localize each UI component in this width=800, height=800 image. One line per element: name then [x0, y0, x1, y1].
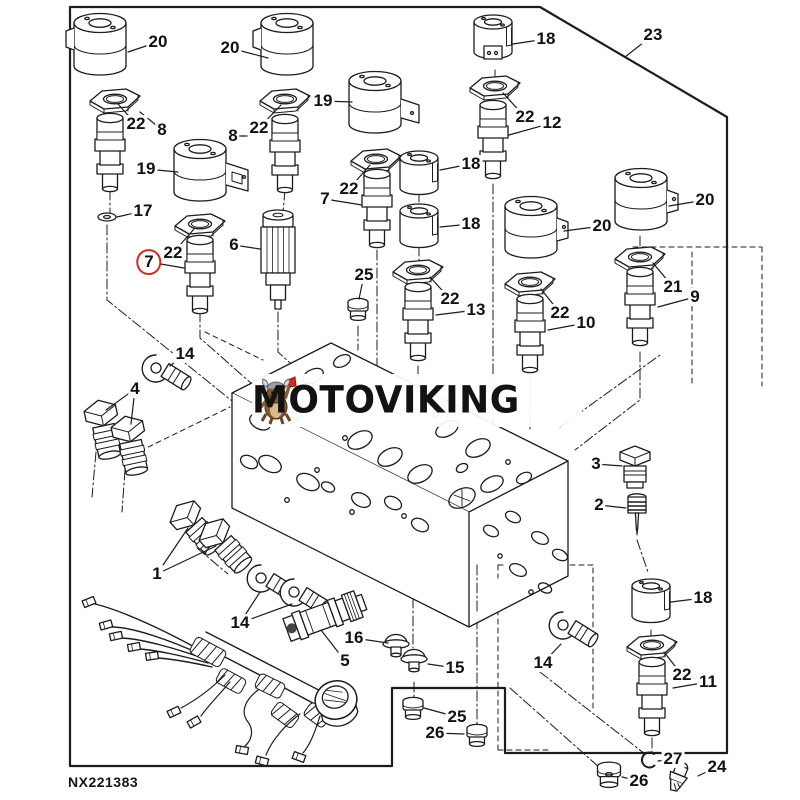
leader-line	[440, 224, 471, 227]
leader-line	[430, 277, 450, 299]
leader-line	[440, 164, 471, 170]
leader-line	[513, 39, 546, 44]
exploded-parts	[66, 12, 693, 795]
leader-line	[325, 199, 362, 205]
leader-line	[146, 169, 178, 172]
leader-line	[625, 35, 653, 57]
leader-line	[658, 759, 673, 761]
watermark-badge: MOTOVIKING	[252, 374, 582, 427]
leader-line	[436, 310, 476, 315]
part-number-label: NX221383	[68, 774, 139, 790]
leader-line	[658, 297, 695, 307]
leader-line	[596, 464, 622, 466]
leader-line	[435, 733, 464, 734]
leader-line	[354, 638, 388, 643]
leader-lines	[106, 35, 717, 781]
leader-line	[321, 630, 345, 661]
leader-line	[128, 42, 158, 52]
leader-line	[564, 226, 602, 231]
viking-dog-axe-icon	[252, 374, 306, 427]
leader-line	[359, 275, 364, 299]
leader-line	[234, 245, 260, 249]
watermark-text: MOTOVIKING	[252, 378, 520, 423]
leader-line	[240, 592, 260, 623]
leader-line	[428, 664, 455, 668]
leader-line	[157, 546, 216, 574]
leader-line	[548, 323, 586, 330]
part-5-valve	[282, 589, 369, 643]
leader-line	[622, 777, 639, 781]
leader-line	[424, 708, 457, 717]
leader-line	[170, 354, 185, 366]
leader-line	[599, 505, 626, 508]
leader-line	[653, 263, 673, 287]
leader-line	[671, 598, 703, 602]
leader-line	[149, 262, 184, 268]
leader-line	[509, 123, 552, 135]
leader-line	[698, 767, 717, 776]
leader-line	[541, 289, 560, 313]
sheet-frame	[70, 7, 727, 766]
leader-line	[106, 389, 135, 410]
wiring-harness	[81, 595, 363, 767]
leader-line	[117, 211, 143, 217]
leader-line	[664, 652, 682, 675]
leader-line	[323, 101, 352, 102]
leader-line	[673, 682, 708, 688]
leader-line	[543, 644, 561, 663]
leader-line	[140, 112, 162, 130]
